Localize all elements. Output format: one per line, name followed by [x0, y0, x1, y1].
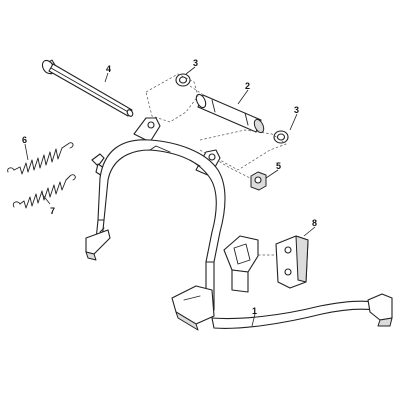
washer-part-3-upper [175, 73, 191, 87]
callout-3-upper: 3 [193, 58, 198, 68]
spacer-tube-part-2 [195, 93, 265, 134]
spring-part-7 [12, 174, 76, 209]
callout-8: 8 [312, 218, 317, 228]
pivot-bolt-part-4 [41, 59, 134, 117]
spring-part-6 [7, 142, 74, 175]
centre-stand-part-1 [85, 117, 393, 331]
callout-3-lower: 3 [294, 105, 299, 115]
washer-part-3-lower [273, 130, 289, 144]
nut-part-5 [250, 171, 267, 191]
callout-leaders [24, 66, 316, 327]
callout-6: 6 [22, 135, 27, 145]
callout-4: 4 [106, 64, 111, 74]
callout-2: 2 [245, 81, 250, 91]
callout-1: 1 [252, 306, 257, 316]
callout-5: 5 [276, 161, 281, 171]
mounting-plate-part-8 [275, 235, 309, 289]
callout-7: 7 [50, 206, 55, 216]
